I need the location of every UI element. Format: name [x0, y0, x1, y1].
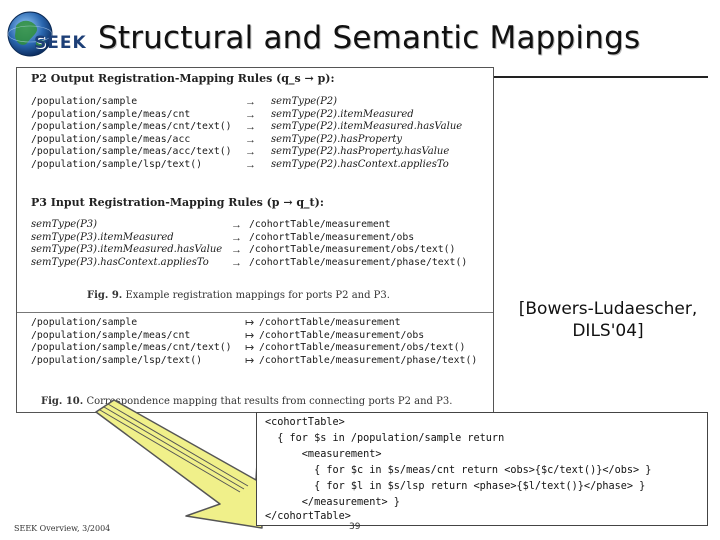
citation-line-2: DILS'04] [572, 321, 644, 341]
input-rules-header-text: P3 Input Registration-Mapping Rules (p →… [31, 196, 324, 209]
registration-rules-figure: P2 Output Registration-Mapping Rules (q_… [16, 67, 494, 413]
xquery-code-box: <cohortTable> { for $s in /population/sa… [256, 412, 708, 526]
input-rules-header: P3 Input Registration-Mapping Rules (p →… [31, 196, 324, 209]
fig9-label: Fig. 9. [87, 290, 123, 301]
code-line: <cohortTable> [265, 417, 345, 428]
output-rules-header: P2 Output Registration-Mapping Rules (q_… [31, 72, 335, 85]
output-rules-header-text: P2 Output Registration-Mapping Rules (q_… [31, 72, 335, 85]
slide-title: Structural and Semantic Mappings [98, 20, 641, 56]
code-line: { for $l in $s/lsp return <phase>{$l/tex… [265, 481, 646, 492]
code-line: { for $c in $s/meas/cnt return <obs>{$c/… [265, 465, 652, 476]
code-line: </measurement> } [265, 497, 400, 508]
fig10-caption: Fig. 10. Correspondence mapping that res… [41, 396, 452, 407]
fig10-label: Fig. 10. [41, 396, 84, 407]
footer-text: SEEK Overview, 3/2004 [14, 524, 111, 533]
citation-line-1: [Bowers-Ludaescher, [518, 299, 698, 319]
figure-divider [17, 312, 493, 313]
code-line: </cohortTable> [265, 511, 351, 522]
code-line: { for $s in /population/sample return [265, 433, 505, 444]
page-number: 39 [349, 522, 361, 532]
logo-text: SEEK [34, 33, 87, 53]
fig9-text: Example registration mappings for ports … [125, 290, 390, 301]
title-underline [492, 76, 708, 78]
fig9-caption: Fig. 9. Example registration mappings fo… [87, 290, 390, 301]
seek-logo: SEEK [6, 8, 106, 60]
citation: [Bowers-Ludaescher, DILS'04] [496, 298, 720, 342]
globe-icon [7, 11, 53, 57]
code-line: <measurement> [265, 449, 382, 460]
fig10-text: Correspondence mapping that results from… [86, 396, 453, 407]
